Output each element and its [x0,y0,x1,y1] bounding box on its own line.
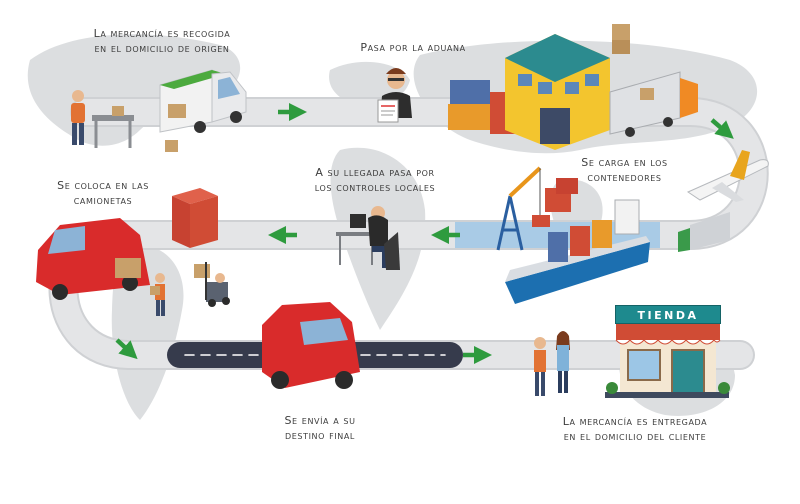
direction-arrows [115,103,734,364]
container-stack-red-icon [172,188,218,248]
small-truck-icon [678,212,730,252]
step-vans-line1: Se coloca en las [57,179,149,192]
airplane-icon [686,150,769,202]
customs-officer-icon [377,68,412,123]
cargo-ship-icon [505,178,650,304]
step-local-controls-label: A su llegada pasa por los controles loca… [280,165,470,195]
step-final-destination-line2: destino final [285,429,355,442]
arrow-5 [115,338,138,360]
worker-icon [71,90,178,152]
step-delivery-line2: en el domicilio del cliente [563,430,707,443]
warehouse-icon [505,24,630,150]
crane-container [532,215,550,227]
step-final-destination-line1: Se envía a su [284,414,356,427]
step-local-controls-line2: los controles locales [314,181,436,194]
step-final-destination-label: Se envía a su destino final [250,413,390,443]
step-pickup-label: La mercancía es recogida en el domicilio… [52,26,272,56]
step-containers-line2: contenedores [587,171,662,184]
truck-icon [609,71,698,137]
step-delivery-line1: La mercancía es entregada [562,415,708,428]
step-vans-label: Se coloca en las camionetas [28,178,178,208]
crane-icon [496,166,542,251]
step-containers-label: Se carga en los contenedores [552,155,697,185]
red-van-icon [36,218,150,300]
step-customs-label: Pasa por la aduana [338,40,488,55]
step-pickup-line2: en el domicilio de origen [94,42,230,55]
arrow-2 [710,118,734,139]
step-containers-line1: Se carga en los [581,156,668,169]
store-sign: TIENDA [615,305,721,324]
step-pickup-line1: La mercancía es recogida [93,27,231,40]
step-delivery-label: La mercancía es entregada en el domicili… [515,414,755,444]
people-icon [534,331,570,396]
step-customs-line1: Pasa por la aduana [360,41,466,54]
forklift-icon [150,262,230,316]
red-van-road-icon [262,302,360,389]
office-worker-icon [336,206,400,270]
store-icon [605,324,730,398]
step-vans-line2: camionetas [73,194,133,207]
delivery-van-icon [159,69,247,133]
step-local-controls-line1: A su llegada pasa por [315,166,435,179]
